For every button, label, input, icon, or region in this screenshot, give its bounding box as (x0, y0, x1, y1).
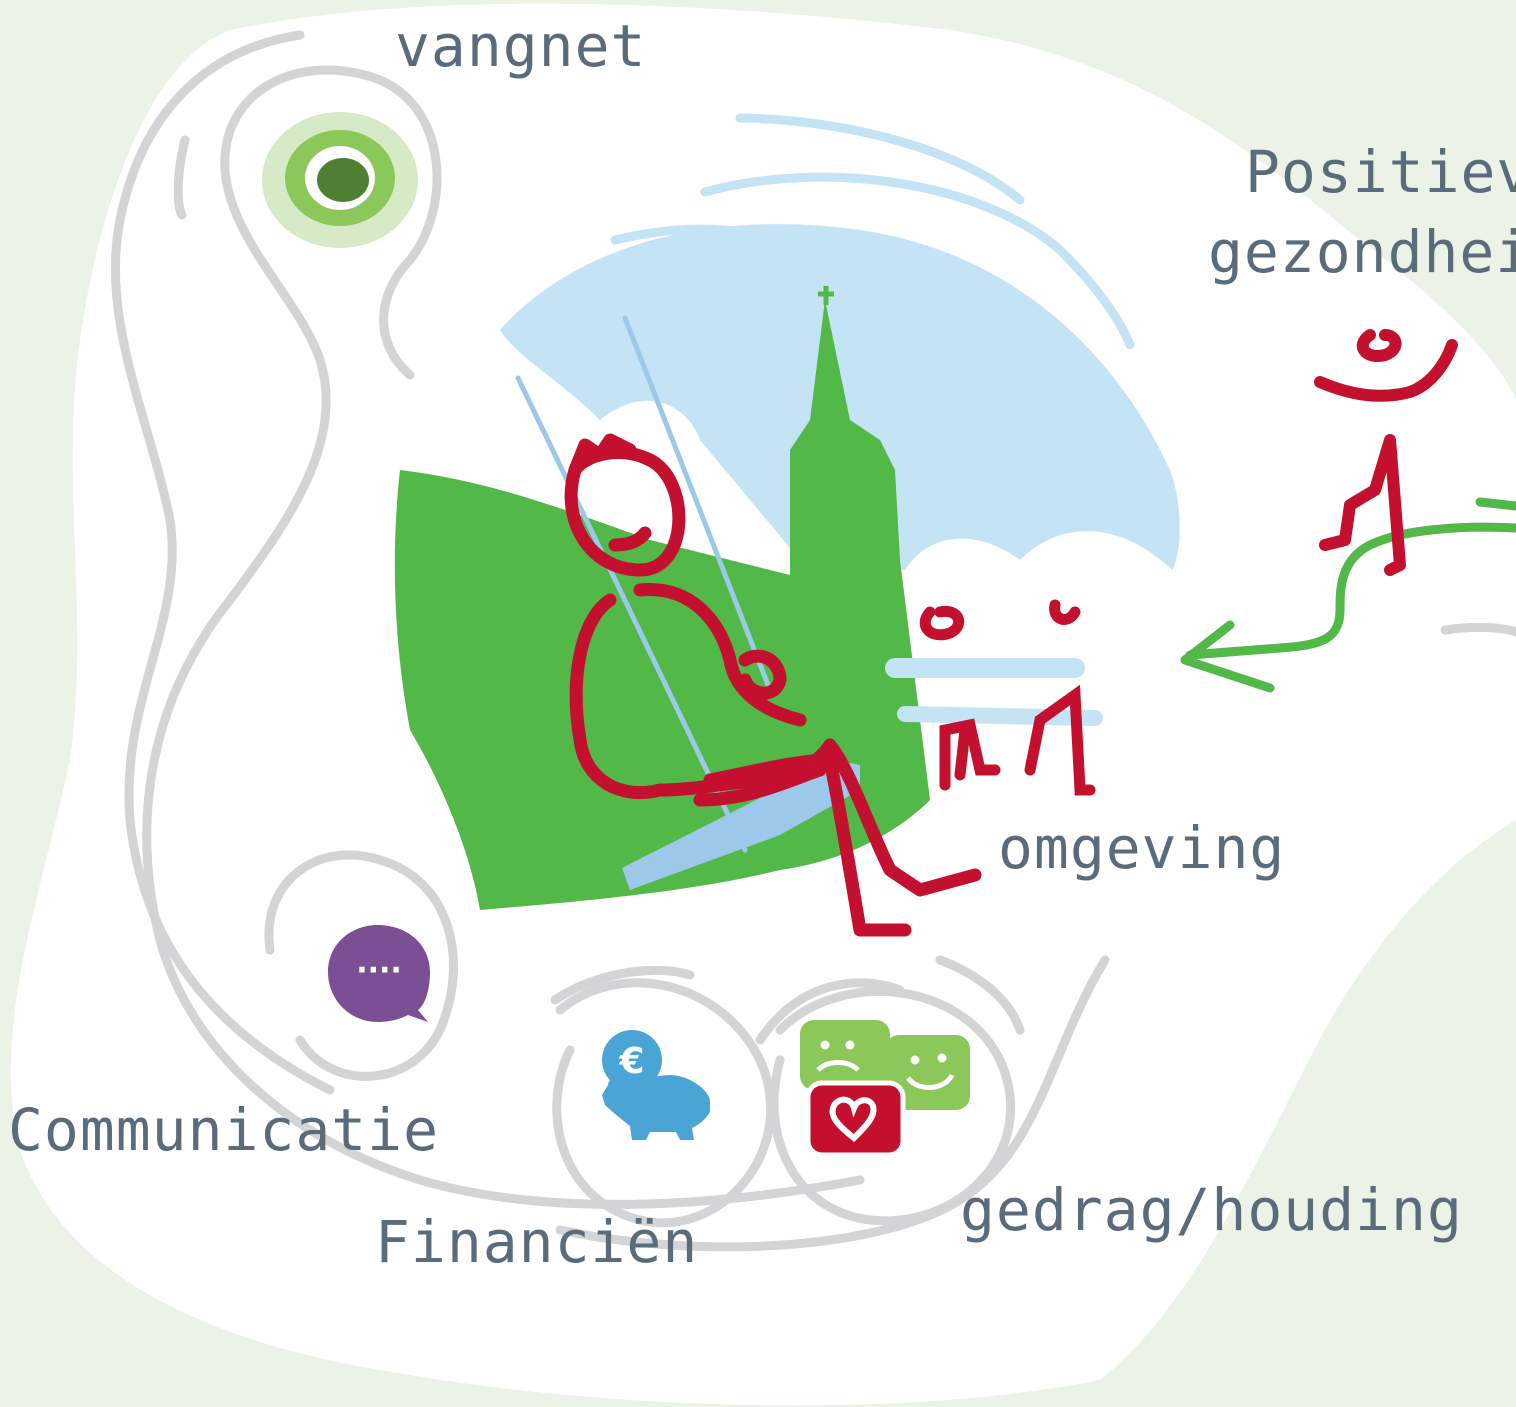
bench-person-2-body (1024, 684, 1096, 796)
sad-face-mouth (816, 1060, 860, 1072)
outline-arc-top (550, 965, 695, 1005)
swing-person-smile (608, 526, 652, 552)
swing-rope-left (515, 375, 748, 853)
outline-loops (110, 30, 1516, 1252)
swing (515, 315, 860, 890)
label-financien: Financiën (375, 1208, 698, 1276)
label-communicatie: Communicatie (8, 1096, 439, 1164)
jumping-person (1314, 329, 1458, 576)
happy-face-box (885, 1035, 970, 1110)
outline-arc-gedrag-inner (755, 978, 905, 1045)
background-bottom-right-blob (1100, 820, 1516, 1407)
swing-person-head (564, 446, 686, 577)
swing-person-hair (568, 433, 637, 477)
speech-bubble-dots: ···· (356, 953, 402, 988)
outline-arc-right (935, 955, 1025, 1035)
outline-loop-comm (264, 850, 458, 1081)
bench-person-1-body (939, 718, 1001, 791)
swing-person-back (633, 583, 807, 727)
bench-person-1-leg (954, 724, 971, 781)
outline-loop-fin (552, 978, 776, 1228)
target-icon (262, 112, 418, 248)
outline-loop-outer (110, 30, 335, 1095)
piggy-bank-euro-icon: € (602, 1030, 710, 1140)
swing-person (564, 433, 982, 937)
label-gedrag-houding: gedrag/houding (960, 1176, 1463, 1244)
piggy-body (602, 1074, 710, 1140)
sad-face-eye-left (820, 1040, 830, 1050)
emotion-faces-icon (800, 1020, 970, 1158)
green-arrow-short (1475, 497, 1516, 511)
swing-seat (622, 760, 860, 890)
swing-person-body (569, 593, 982, 897)
label-positieve: Positieve (1245, 138, 1516, 206)
euro-coin (602, 1030, 662, 1090)
jumping-person-arms (1314, 339, 1458, 402)
outline-arc-left (173, 135, 190, 220)
speech-bubble-icon: ···· (328, 925, 430, 1022)
jumping-person-head (1356, 329, 1402, 362)
sad-face-eye-right (845, 1040, 855, 1050)
wind-stroke-2 (700, 172, 1135, 350)
heart-shape (829, 1096, 877, 1142)
bench-person-2-head (1049, 599, 1081, 625)
outline-loop-vangnet (142, 65, 865, 1209)
label-gezondheid: gezondheid (1208, 218, 1516, 286)
church-cross (818, 286, 834, 305)
green-path (1180, 497, 1516, 693)
bench-person-1-head (919, 605, 965, 641)
happy-face-eye-left (910, 1055, 920, 1065)
outline-arc-rightedge (1440, 622, 1516, 637)
happy-face-eye-right (937, 1053, 947, 1063)
swing-person-arm (738, 649, 787, 700)
heart-box (805, 1080, 906, 1158)
sad-face-box (800, 1020, 890, 1090)
bench-seat (897, 706, 1103, 726)
wind-stroke-1 (735, 113, 1025, 205)
background-top-right-blob (1080, 20, 1516, 308)
speech-bubble-shape (328, 925, 430, 1022)
swing-person-thigh (693, 763, 827, 807)
outline-loop-bottom (555, 955, 1110, 1252)
swing-rope-right (622, 315, 773, 693)
green-arrow-head (1180, 620, 1275, 693)
target-center (317, 158, 369, 202)
happy-face-mouth (905, 1073, 955, 1090)
bench-people (919, 599, 1096, 796)
jumping-person-legs (1319, 434, 1406, 576)
bench (885, 658, 1103, 726)
label-vangnet: vangnet (395, 12, 646, 80)
label-omgeving: omgeving (998, 814, 1285, 882)
swing-person-leg (703, 753, 912, 937)
green-path-line (1185, 522, 1516, 660)
